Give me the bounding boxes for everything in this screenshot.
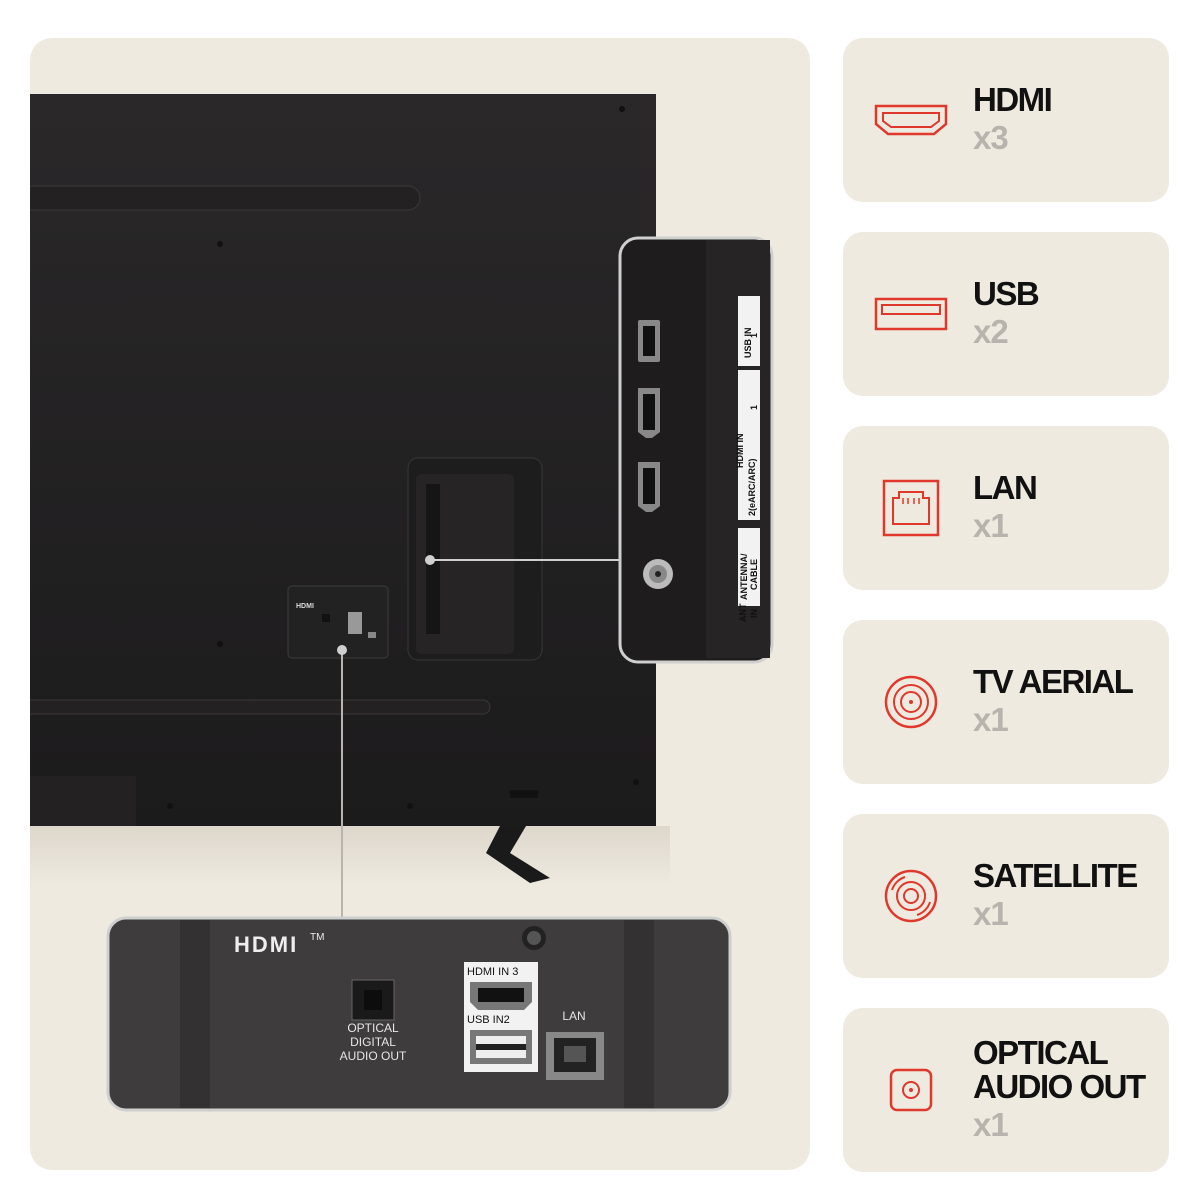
optical-label-2: DIGITAL bbox=[350, 1035, 396, 1049]
spec-name-line-2: AUDIO OUT bbox=[973, 1068, 1146, 1105]
bottom-ports-callout: HDMI TM OPTICAL DIGITAL AUDIO OUT HDMI I… bbox=[106, 916, 732, 1112]
spec-count: x1 bbox=[973, 507, 1009, 544]
spec-count: x1 bbox=[973, 1106, 1009, 1143]
hdmi-in-2-label: 2(eARC/ARC) bbox=[747, 458, 757, 516]
lan-label: LAN bbox=[562, 1009, 585, 1023]
usb-in-num: 1 bbox=[749, 333, 759, 338]
spec-count: x2 bbox=[973, 313, 1009, 350]
hdmi-in-3-label: HDMI IN 3 bbox=[467, 966, 518, 978]
hdmi-logo-text: HDMI bbox=[234, 932, 298, 957]
hdmi-in-label: HDMI IN bbox=[735, 434, 745, 469]
optical-label-3: AUDIO OUT bbox=[340, 1049, 407, 1063]
spec-count: x3 bbox=[973, 119, 1009, 156]
cable-label: CABLE bbox=[749, 559, 759, 590]
optical-audio-icon bbox=[873, 1052, 949, 1128]
satellite-icon bbox=[873, 858, 949, 934]
lan-icon bbox=[873, 470, 949, 546]
spec-card-usb: USB x2 bbox=[843, 232, 1169, 396]
ant-label: ANT bbox=[738, 603, 748, 622]
spec-card-lan: LAN x1 bbox=[843, 426, 1169, 590]
tv-rear-illustration: HDMI bbox=[30, 94, 774, 1112]
tv-aerial-icon bbox=[873, 664, 949, 740]
spec-name: USB bbox=[973, 275, 1040, 312]
product-image-panel: HDMI bbox=[30, 38, 810, 1170]
spec-card-optical-audio: OPTICAL AUDIO OUT x1 bbox=[843, 1008, 1169, 1172]
hdmi-in-1-num: 1 bbox=[749, 405, 759, 410]
spec-name: HDMI bbox=[973, 81, 1053, 118]
spec-card-hdmi: HDMI x3 bbox=[843, 38, 1169, 202]
spec-card-satellite: SATELLITE x1 bbox=[843, 814, 1169, 978]
spec-name: TV AERIAL bbox=[973, 663, 1134, 700]
optical-label-1: OPTICAL bbox=[347, 1021, 399, 1035]
in-label: IN bbox=[749, 609, 759, 618]
usb-in-label: USB IN bbox=[743, 327, 753, 358]
spec-name: OPTICAL bbox=[973, 1034, 1109, 1071]
spec-count: x1 bbox=[973, 895, 1009, 932]
spec-name: LAN bbox=[973, 469, 1038, 506]
hdmi-icon bbox=[873, 82, 949, 158]
spec-count: x1 bbox=[973, 701, 1009, 738]
spec-card-tv-aerial: TV AERIAL x1 bbox=[843, 620, 1169, 784]
svg-text:HDMI: HDMI bbox=[296, 603, 314, 610]
spec-name: SATELLITE bbox=[973, 857, 1138, 894]
usb-icon bbox=[873, 276, 949, 352]
antenna-label: ANTENNA/ bbox=[739, 553, 749, 600]
trademark-text: TM bbox=[310, 932, 324, 943]
usb-in-2-label: USB IN2 bbox=[467, 1014, 510, 1026]
side-ports-callout: USB IN 1 HDMI IN 1 2(eARC/ARC) ANTENNA/ … bbox=[618, 236, 774, 664]
